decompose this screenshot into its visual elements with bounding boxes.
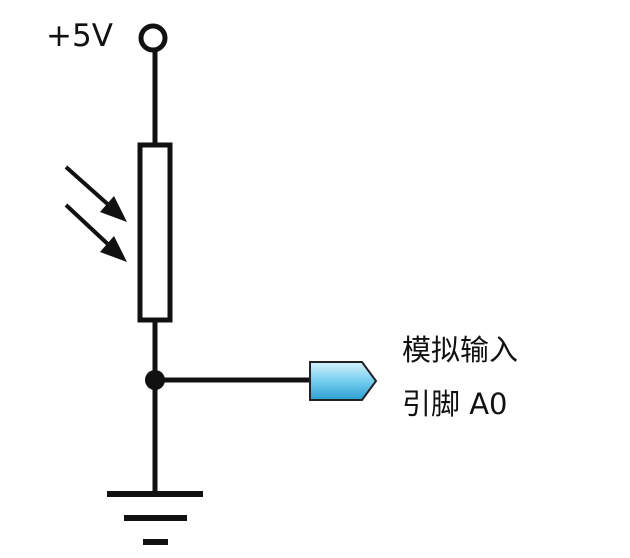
analog-input-label: 模拟输入: [402, 333, 519, 367]
supply-terminal: [138, 23, 168, 53]
light-arrows-icon: [64, 165, 127, 262]
photoresistor-body: [137, 142, 173, 323]
input-connector-icon: [309, 361, 378, 401]
ground-icon: [107, 491, 203, 545]
supply-voltage-label: +5V: [46, 18, 113, 54]
pin-name-label: 引脚 A0: [402, 387, 508, 421]
